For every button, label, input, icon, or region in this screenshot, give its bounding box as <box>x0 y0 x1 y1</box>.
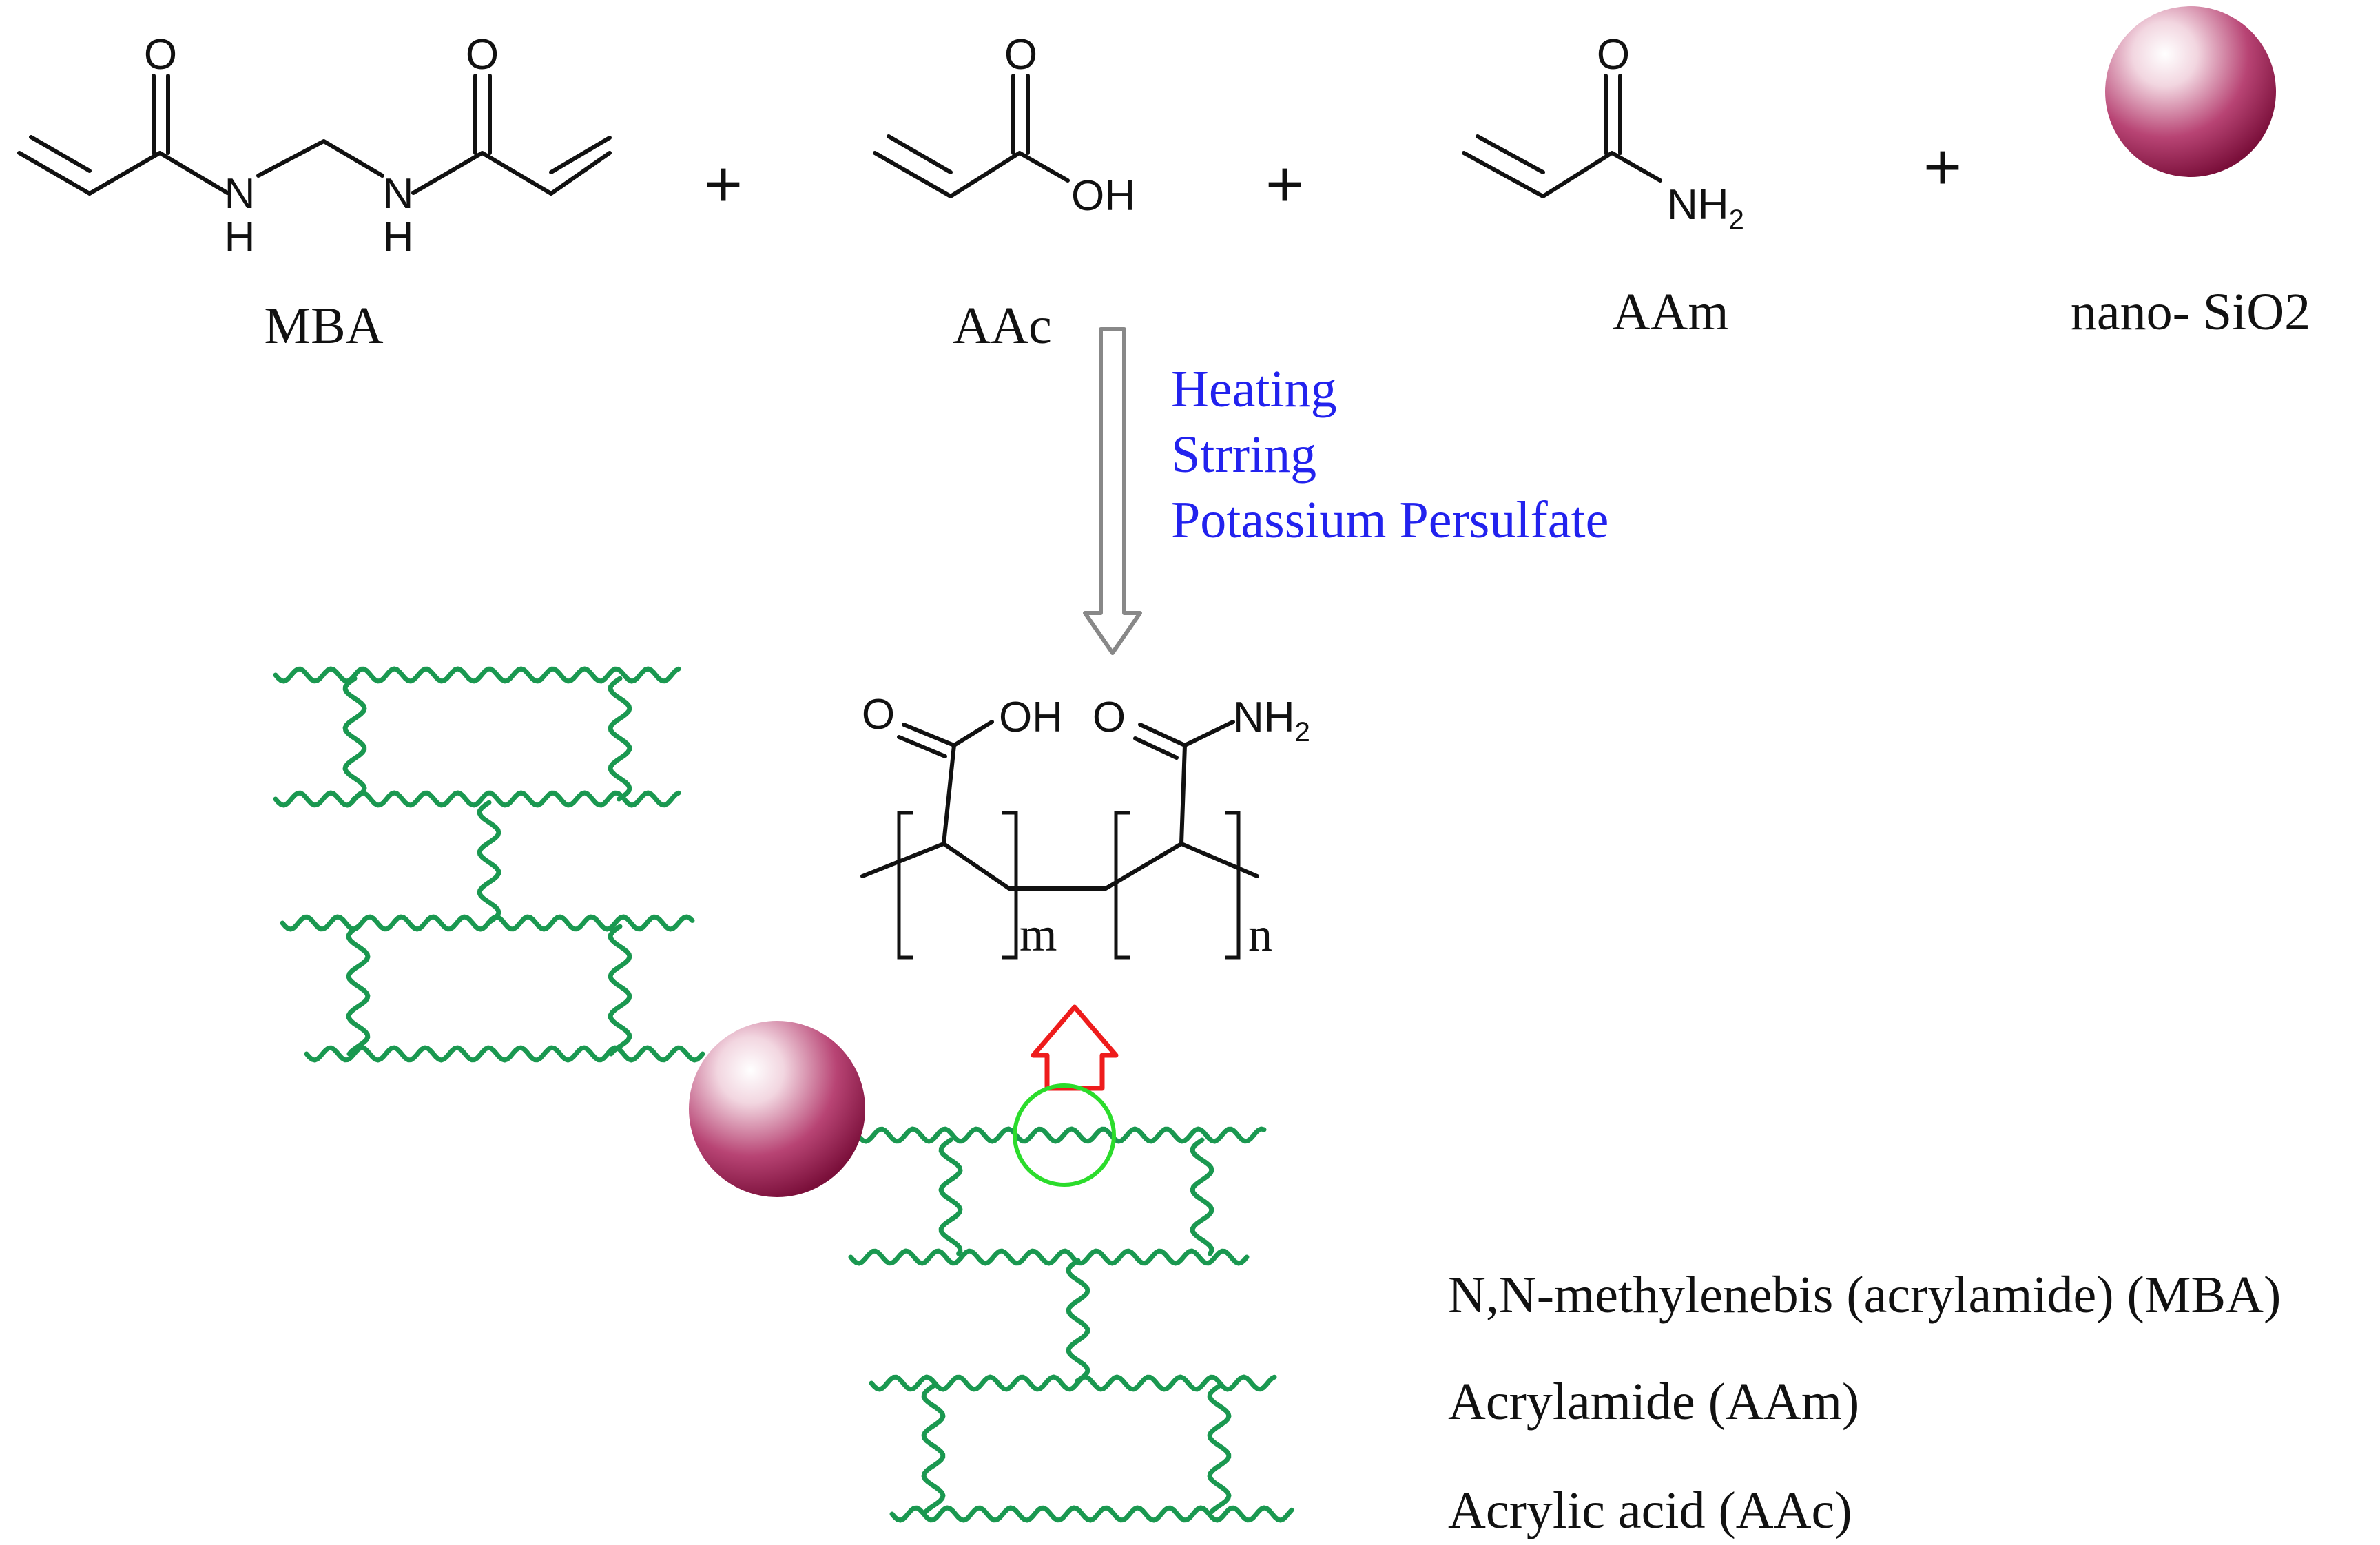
copolymer-structure: O OH O NH2 m n <box>860 691 1310 962</box>
polymer-oxygen-2: O <box>1093 694 1126 741</box>
legend-item-aac: Acrylic acid (AAc) <box>1448 1482 1852 1539</box>
polymer-chain-segment <box>921 1383 946 1515</box>
aam-structure: O NH2 <box>1462 31 1744 235</box>
polymer-chain-segment <box>608 676 632 802</box>
condition-heating: Heating <box>1171 360 1337 418</box>
polymer-chain-segment <box>1066 1258 1090 1384</box>
polymer-amine: NH2 <box>1233 694 1310 747</box>
plus-sign-3: + <box>1923 130 1962 204</box>
plus-sign-1: + <box>704 147 743 221</box>
aac-label: AAc <box>953 297 1052 355</box>
mba-hydrogen-2: H <box>383 214 414 261</box>
polymer-oxygen-1: O <box>862 691 895 738</box>
polymer-chain-segment <box>855 1126 1267 1144</box>
sio2-label: nano- SiO2 <box>2071 283 2310 341</box>
polymer-hydroxyl: OH <box>999 694 1063 741</box>
polymer-chain-segment <box>273 666 681 684</box>
up-arrow-icon <box>1031 1004 1119 1091</box>
highlight-circle-icon <box>1013 1083 1116 1187</box>
aam-amine: NH2 <box>1667 181 1744 235</box>
mba-nitrogen-2: N <box>383 170 414 218</box>
polymer-chain-segment <box>273 790 681 808</box>
mba-nitrogen-1: N <box>225 170 256 218</box>
mba-oxygen-2: O <box>466 31 499 79</box>
polymer-chain-segment <box>869 1374 1277 1392</box>
polymer-chain-segment <box>346 924 371 1057</box>
condition-stirring: Strring <box>1171 426 1316 484</box>
polymer-chain-segment <box>889 1505 1294 1523</box>
reaction-conditions: Heating Strring Potassium Persulfate <box>1171 360 1608 549</box>
mba-hydrogen-1: H <box>225 214 256 261</box>
down-arrow-icon <box>1083 327 1142 655</box>
polymer-chain-segment <box>848 1248 1250 1266</box>
network-sphere-icon <box>689 1021 865 1197</box>
polymer-chain-segment <box>304 1045 705 1063</box>
polymer-chain-segment <box>1207 1383 1232 1515</box>
repeat-index-n: n <box>1248 909 1272 962</box>
hydrogel-network <box>273 666 1294 1523</box>
polymer-chain-segment <box>342 676 367 802</box>
aac-hydroxyl: OH <box>1071 172 1135 220</box>
mba-label: MBA <box>264 297 383 355</box>
legend-item-aam: Acrylamide (AAm) <box>1448 1373 1859 1431</box>
repeat-index-m: m <box>1020 909 1057 962</box>
plus-sign-2: + <box>1265 147 1304 221</box>
legend-item-mba: N,N-methylenebis (acrylamide) (MBA) <box>1448 1266 2281 1324</box>
polymer-chain-segment <box>608 924 632 1057</box>
polymer-chain-segment <box>477 800 501 926</box>
aac-structure: O OH <box>873 31 1135 220</box>
polymer-chain-segment <box>1190 1137 1214 1256</box>
aac-oxygen: O <box>1004 31 1037 79</box>
aam-oxygen: O <box>1597 31 1630 79</box>
aam-label: AAm <box>1613 283 1729 341</box>
condition-initiator: Potassium Persulfate <box>1171 491 1608 549</box>
polymer-chain-segment <box>938 1137 963 1256</box>
sphere-icon <box>2105 6 2276 177</box>
legend: N,N-methylenebis (acrylamide) (MBA) Acry… <box>1448 1266 2281 1539</box>
mba-structure: O O N H N H <box>17 31 612 261</box>
mba-oxygen-1: O <box>144 31 177 79</box>
